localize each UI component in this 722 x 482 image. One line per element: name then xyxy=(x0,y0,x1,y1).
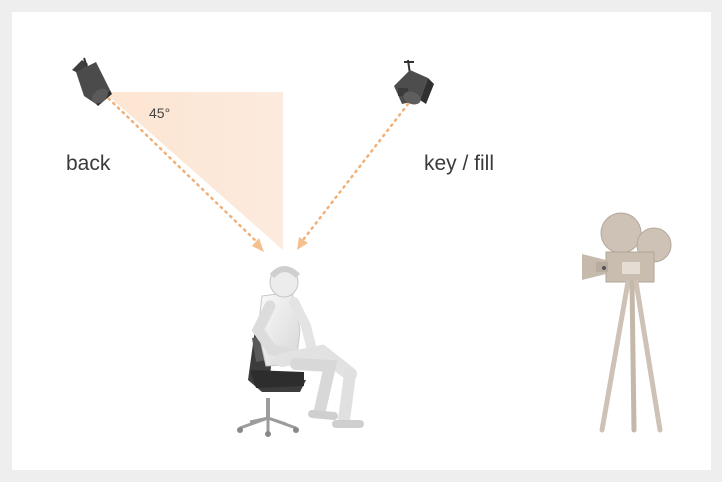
film-camera-icon xyxy=(582,213,671,430)
frame-border-top xyxy=(0,0,722,12)
light-cone-triangle xyxy=(104,92,283,250)
back-light-icon xyxy=(72,58,112,106)
seated-person-figure xyxy=(237,267,360,437)
key-light-icon xyxy=(394,60,434,107)
key-fill-light-label: key / fill xyxy=(424,152,494,176)
frame-border-bottom xyxy=(0,470,722,482)
back-light-label: back xyxy=(66,152,110,176)
key-light-beam xyxy=(303,104,408,240)
angle-label: 45° xyxy=(149,105,170,121)
frame-border-right xyxy=(711,0,722,482)
key-light-arrowhead xyxy=(297,237,308,250)
frame-border-left xyxy=(0,0,12,482)
